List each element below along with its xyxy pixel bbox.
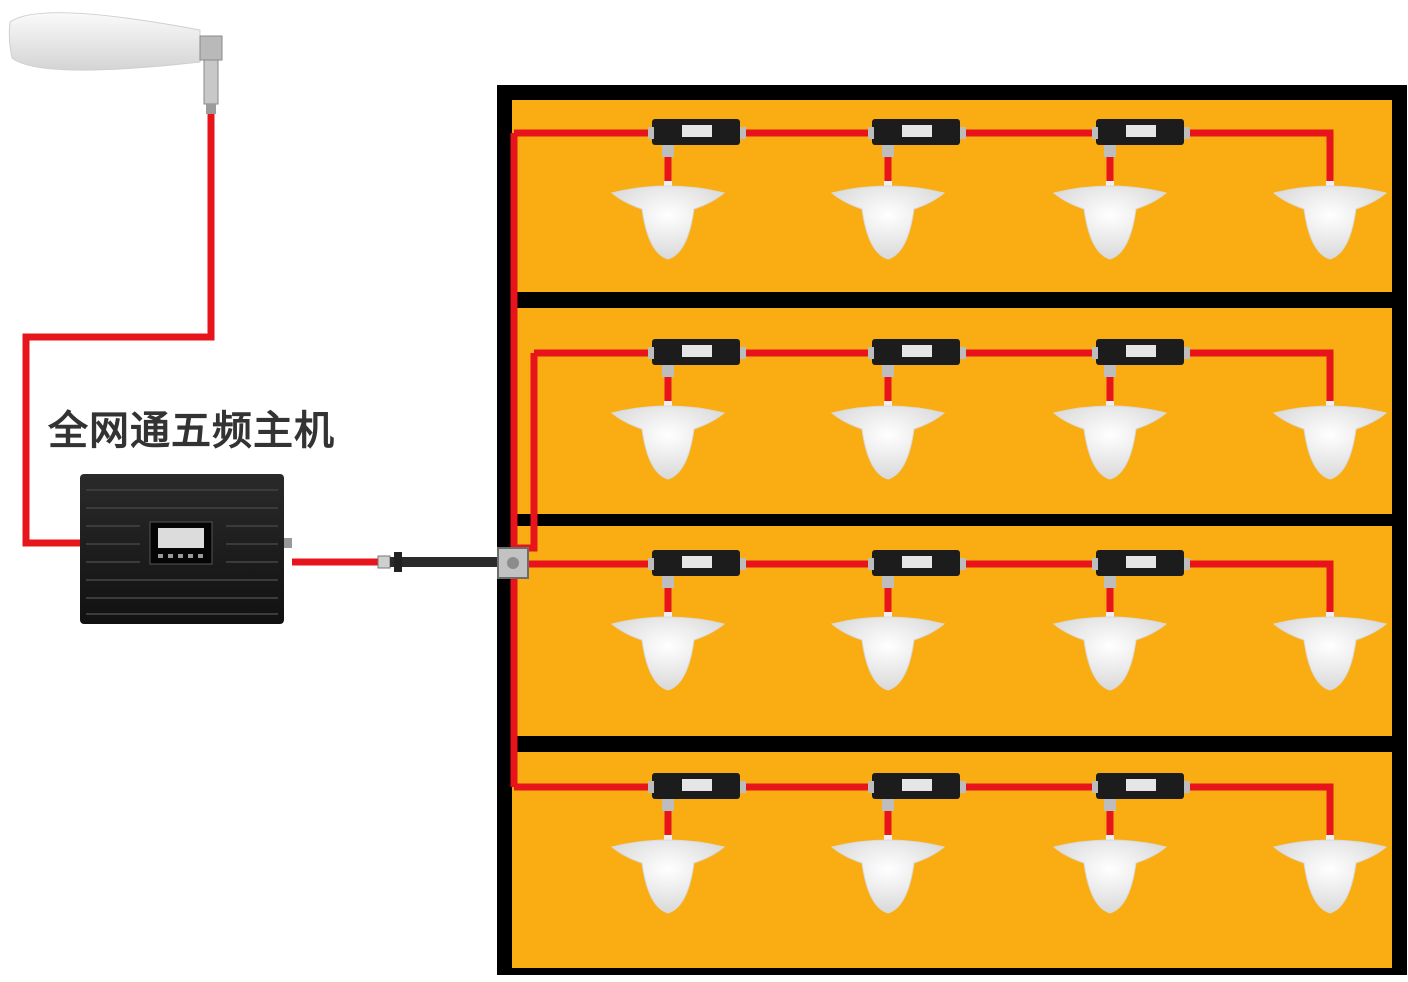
coupler-tap [662,145,674,157]
ceiling-antenna-icon [1272,616,1388,691]
ceiling-antenna-icon [1052,616,1168,691]
antenna-connector [1106,835,1114,843]
coupler-port [868,347,874,359]
coupler-port [1092,558,1098,570]
coupler-port [960,781,966,793]
coupler-port [648,781,654,793]
coupler-port [1184,781,1190,793]
coupler-port [868,127,874,139]
coupler-port [1184,127,1190,139]
ceiling-antenna-icon [610,839,726,914]
coupler-label [682,779,712,791]
antenna-connector [664,181,672,189]
ceiling-antenna-icon [830,616,946,691]
coupler-label [682,556,712,568]
coupler-port [1184,558,1190,570]
antenna-connector [664,835,672,843]
coupler-tap [1104,145,1116,157]
ceiling-antenna-icon [1052,839,1168,914]
coupler-tap [882,799,894,811]
coupler-port [1092,347,1098,359]
ceiling-antenna-icon [610,185,726,260]
floor-cable-2 [534,349,1334,403]
coupler-port [960,558,966,570]
coupler-tap [662,799,674,811]
ceiling-antenna-icon [830,405,946,480]
ceiling-antenna-icon [1052,405,1168,480]
antenna-connector [1326,612,1334,620]
coupler-port [868,558,874,570]
main-splitter [497,547,529,579]
antenna-connector [1326,835,1334,843]
antenna-connector [1106,612,1114,620]
coupler-port [648,558,654,570]
coupler-port [868,781,874,793]
antenna-connector [884,401,892,409]
feeder-cable-antenna [22,114,215,547]
ceiling-antenna-icon [830,839,946,914]
antenna-connector [664,612,672,620]
ceiling-antenna-icon [1272,185,1388,260]
coupler-port [1092,127,1098,139]
coupler-label [902,556,932,568]
antenna-connector [1326,401,1334,409]
coupler-tap [882,365,894,377]
coupler-label [902,125,932,137]
coupler-port [960,127,966,139]
coupler-tap [882,145,894,157]
coupler-label [682,125,712,137]
ceiling-antenna-icon [1272,405,1388,480]
building [497,85,1407,975]
antenna-connector [884,181,892,189]
coupler-tap [1104,576,1116,588]
ceiling-antenna-icon [1052,185,1168,260]
floor-cable-1 [514,129,1334,183]
coupler-tap [1104,365,1116,377]
antenna-connector [1106,181,1114,189]
coupler-tap [662,576,674,588]
ceiling-antenna-icon [610,405,726,480]
coupler-port [740,347,746,359]
antenna-connector [1326,181,1334,189]
coupler-tap [662,365,674,377]
coupler-port [960,347,966,359]
coupler-label [1126,556,1156,568]
ceiling-antenna-icon [1272,839,1388,914]
host-output-cable [292,552,500,572]
coupler-port [648,347,654,359]
antenna-connector [664,401,672,409]
coupler-label [682,345,712,357]
coupler-port [1184,347,1190,359]
coupler-label [902,345,932,357]
coupler-tap [1104,799,1116,811]
coupler-port [1092,781,1098,793]
floor-cable-4 [514,783,1334,837]
antenna-connector [884,612,892,620]
host-unit [80,474,292,624]
coupler-port [740,127,746,139]
ceiling-antenna-icon [830,185,946,260]
floor-cable-3 [514,560,1334,614]
outdoor-antenna [8,12,223,114]
coupler-label [1126,779,1156,791]
coupler-label [902,779,932,791]
host-label: 全网通五频主机 [48,408,335,454]
ceiling-antenna-icon [610,616,726,691]
coupler-label [1126,125,1156,137]
coupler-label [1126,345,1156,357]
coupler-tap [882,576,894,588]
antenna-connector [1106,401,1114,409]
coupler-port [740,781,746,793]
coupler-port [740,558,746,570]
coupler-port [648,127,654,139]
antenna-connector [884,835,892,843]
